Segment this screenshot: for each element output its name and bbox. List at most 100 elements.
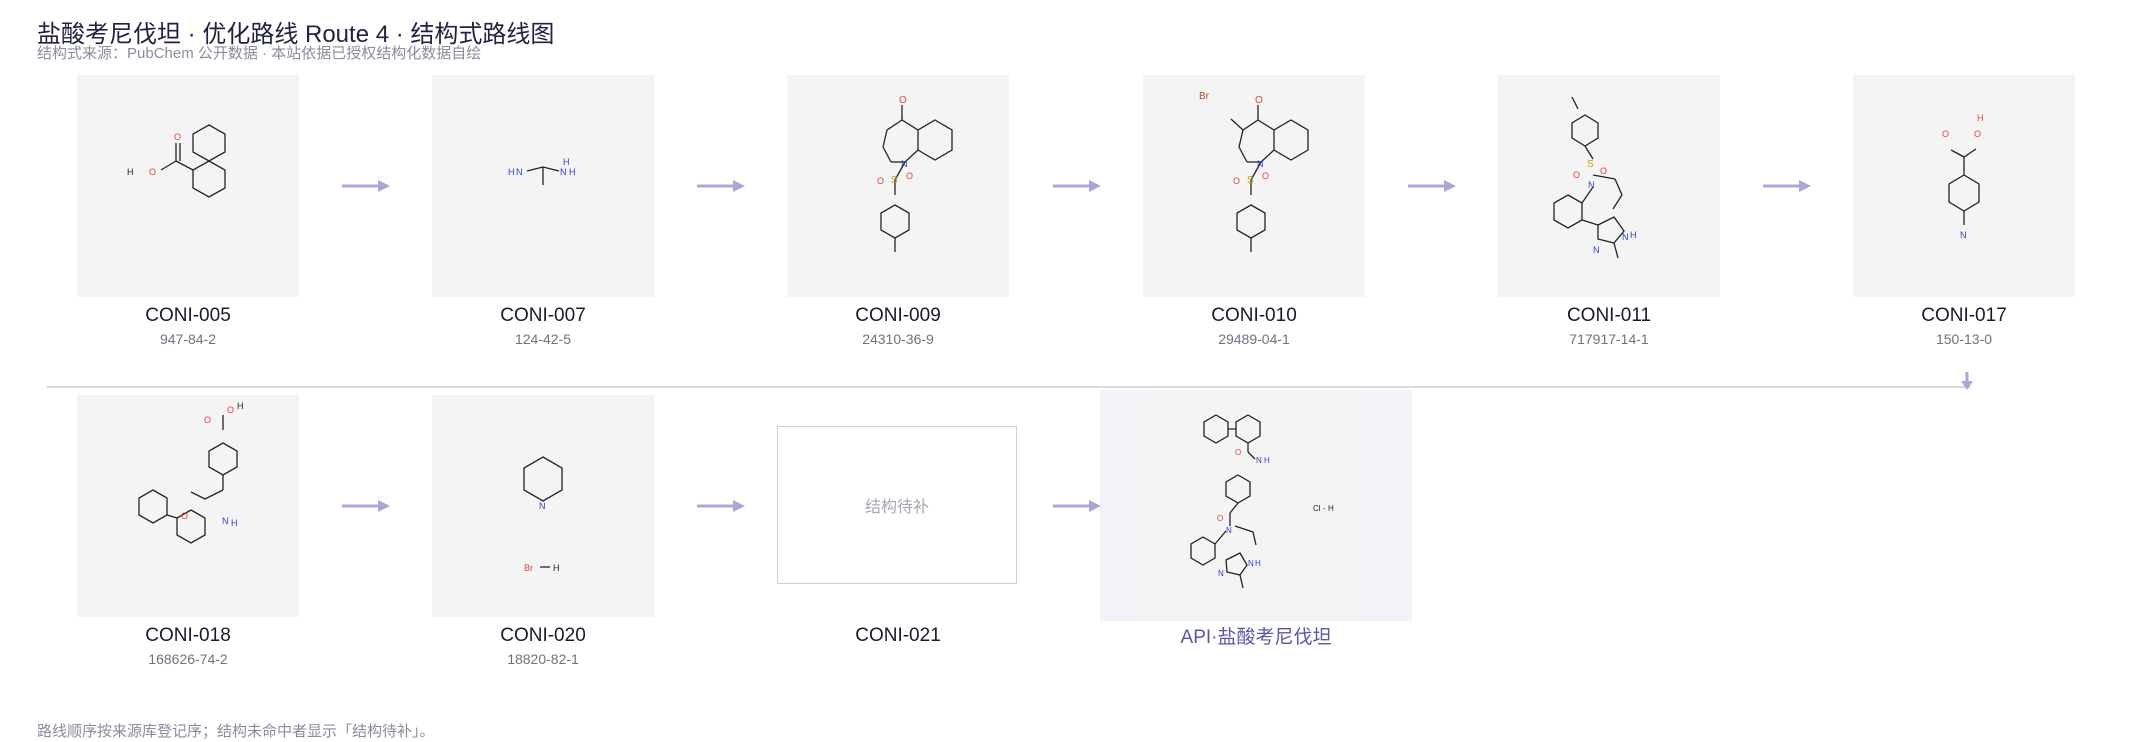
structure-coni-009: O N S O O [877,95,953,252]
compound-node-coni-009[interactable]: O N S O O CONI-009 24310-36-9 [787,75,1009,347]
svg-text:N: N [1257,159,1264,169]
arrow-right-icon [697,180,745,192]
cas-number: 124-42-5 [514,331,572,347]
svg-text:Cl: Cl [1313,504,1321,513]
svg-text:-: - [1323,504,1326,513]
structure-coni-010: O Br N S O O [1199,91,1309,252]
svg-text:O: O [1235,448,1241,457]
svg-text:O: O [1573,170,1580,180]
footnote: 路线顺序按来源库登记序；结构未命中者显示「结构待补」。 [37,723,435,740]
compound-code: CONI-007 [500,305,586,326]
structure-image: S O O N N H N [1498,75,1720,297]
arrow-right-icon [1053,180,1101,192]
arrow-right-icon [1763,180,1811,192]
svg-text:Br: Br [524,563,533,573]
compound-code: CONI-018 [145,625,231,646]
svg-text:H: H [231,518,238,528]
svg-text:N: N [1248,559,1254,568]
compound-code: CONI-021 [855,625,941,646]
compound-node-coni-005[interactable]: O O H CONI-005 947-84-2 [77,75,299,347]
compound-node-coni-020[interactable]: N Br H CONI-020 18820-82-1 [432,395,654,667]
structure-image: O O H N H O [77,395,299,617]
svg-text:H: H [237,401,244,411]
compound-node-coni-017[interactable]: O O H N CONI-017 150-13-0 [1853,75,2075,347]
svg-text:O: O [1217,514,1223,523]
compound-node-coni-018[interactable]: O O H N H O CONI-018 168626-74-2 [77,395,299,667]
svg-text:O: O [1942,129,1949,139]
structure-image: O Br N S O O [1143,75,1365,297]
structure-coni-017: O O H N [1942,113,1984,240]
svg-text:N: N [1622,232,1629,242]
cas-number: 24310-36-9 [862,331,934,347]
cas-number: 947-84-2 [159,331,217,347]
structure-api: O N H O N N H N Cl - H [1190,414,1334,589]
svg-text:Br: Br [1199,91,1210,102]
compound-node-coni-021[interactable]: 结构待补 CONI-021 [777,395,1017,647]
svg-text:O: O [227,405,234,415]
structure-image: O O H [77,75,299,297]
svg-text:N: N [1256,456,1262,465]
svg-text:H: H [563,157,570,167]
svg-text:N: N [1593,245,1600,255]
svg-text:H: H [553,563,560,573]
compound-code: CONI-017 [1921,305,2007,326]
svg-text:O: O [181,511,188,521]
svg-text:N: N [560,167,567,177]
svg-text:S: S [891,175,898,186]
structure-image: N H N H H [432,75,654,297]
compound-code: CONI-005 [145,305,231,326]
structure-coni-005: O O H [127,124,226,198]
svg-text:H: H [508,167,515,177]
svg-text:N: N [1226,526,1232,535]
compound-node-coni-010[interactable]: O Br N S O O CONI-010 29489-04-1 [1143,75,1365,347]
svg-text:O: O [1262,171,1269,181]
api-structure-image[interactable]: O N H O N N H N Cl - H [1143,395,1365,617]
arrow-right-icon [342,500,390,512]
svg-text:N: N [1960,230,1967,240]
cas-number: 168626-74-2 [148,651,228,667]
compound-code: CONI-009 [855,305,941,326]
svg-text:N: N [516,167,523,177]
svg-text:H: H [1255,559,1261,568]
svg-text:O: O [1255,95,1263,106]
svg-text:N: N [1218,569,1224,578]
cas-number: 717917-14-1 [1569,331,1649,347]
svg-text:O: O [1233,176,1240,186]
svg-text:H: H [569,167,576,177]
cas-number: 29489-04-1 [1218,331,1290,347]
api-label: API·盐酸考尼伐坦 [1180,627,1332,648]
compound-code: CONI-010 [1211,305,1297,326]
svg-text:O: O [1600,166,1607,176]
svg-text:H: H [1328,504,1334,513]
compound-node-coni-011[interactable]: S O O N N H N CONI-011 717917-14-1 [1498,75,1720,347]
structure-coni-018: O O H N H O [138,401,244,544]
compound-node-coni-007[interactable]: N H N H H CONI-007 124-42-5 [432,75,654,347]
svg-text:H: H [127,167,134,177]
page-subtitle: 结构式来源：PubChem 公开数据 · 本站依据已授权结构化数据自绘 [37,45,482,62]
structure-image: N Br H [432,395,654,617]
svg-text:S: S [1587,159,1594,170]
cas-number: 18820-82-1 [507,651,579,667]
structure-placeholder: 结构待补 [777,395,1017,617]
page-title: 盐酸考尼伐坦 · 优化路线 Route 4 · 结构式路线图 [37,21,555,48]
svg-text:O: O [906,171,913,181]
placeholder-text: 结构待补 [777,426,1017,584]
svg-text:O: O [174,132,181,142]
structure-coni-011: S O O N N H N [1553,96,1637,259]
cas-number: 150-13-0 [1935,331,1993,347]
compound-code: CONI-011 [1566,305,1652,326]
svg-text:O: O [899,95,907,106]
structure-coni-020: N Br H [523,456,563,573]
arrow-right-icon [1053,500,1101,512]
row-divider [47,386,1970,388]
structure-image: O O H N [1853,75,2075,297]
arrow-right-icon [697,500,745,512]
svg-text:H: H [1630,230,1637,240]
svg-text:N: N [539,501,546,511]
svg-text:O: O [204,415,211,425]
structure-coni-007: N H N H H [508,157,576,185]
svg-text:H: H [1977,113,1984,123]
svg-text:N: N [1588,180,1595,190]
svg-text:O: O [877,176,884,186]
compound-code: CONI-020 [500,625,586,646]
